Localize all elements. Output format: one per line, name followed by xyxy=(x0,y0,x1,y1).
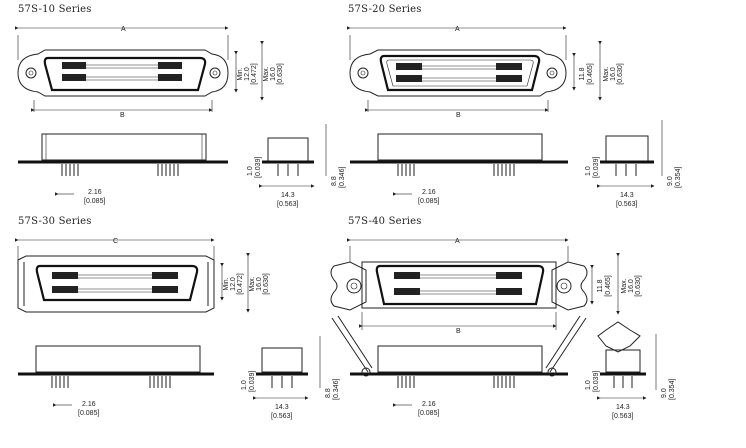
side-view-57s-10: 2.16 [0.085] xyxy=(18,133,228,205)
dim-label-a: A xyxy=(455,26,460,33)
end-height: 9.0 xyxy=(667,176,674,186)
side-view-57s-40: 2.16 [0.085] xyxy=(331,315,587,417)
side-pitch: 2.16 xyxy=(88,189,102,196)
dim-label-a: A xyxy=(121,26,126,33)
end-height: 8.8 xyxy=(325,388,332,398)
dim-v2-line2: 16.0 xyxy=(628,279,635,293)
dim-v2-line2: 16.0 xyxy=(610,67,617,81)
end-width-in: [0.563] xyxy=(616,201,637,208)
end-height: 8.8 xyxy=(331,176,338,186)
dim-v1-line1: 11.8 xyxy=(579,67,586,80)
dim-v1-line2: [0.465] xyxy=(587,63,594,84)
dim-label-b: B xyxy=(456,328,461,335)
title-57s-30: 57S-30 Series xyxy=(18,216,92,227)
end-width: 14.3 xyxy=(281,192,295,199)
dim-v2-line1: Max. xyxy=(621,278,628,293)
dim-v1-line2: [0.465] xyxy=(605,275,612,296)
dim-v1-line3: [0.472] xyxy=(251,63,258,84)
dim-v2-line3: [0.630] xyxy=(617,63,624,84)
end-view-57s-10: 14.3 [0.563] 1.0 [0.039] 8.8 [0.346] xyxy=(247,124,346,208)
dim-v1-line1: Min. xyxy=(237,67,244,80)
end-view-57s-20: 14.3 [0.563] 1.0 [0.039] 9.0 [0.354] xyxy=(585,120,682,208)
end-depth-in: [0.039] xyxy=(249,371,256,392)
title-57s-20: 57S-20 Series xyxy=(348,4,422,15)
dim-label-a: A xyxy=(455,238,460,245)
dim-v1-line1: 11.8 xyxy=(597,279,604,292)
dim-v2-line2: 16.0 xyxy=(256,277,263,291)
dim-v2-line3: [0.630] xyxy=(277,63,284,84)
end-depth-in: [0.039] xyxy=(593,371,600,392)
front-view-57s-20: A B 11.8 [0.465] Max. 16.0 [0.630] xyxy=(347,26,624,119)
end-width: 14.3 xyxy=(275,404,289,411)
side-pitch: 2.16 xyxy=(422,189,436,196)
end-width-in: [0.563] xyxy=(277,201,298,208)
end-height-in: [0.354] xyxy=(669,379,676,400)
dim-v1-line1: Min. xyxy=(223,277,230,290)
end-width: 14.3 xyxy=(616,404,630,411)
end-view-57s-40: 14.3 [0.563] 1.0 [0.039] 9.0 [0.354] xyxy=(585,321,676,420)
side-pitch: 2.16 xyxy=(422,401,436,408)
end-view-57s-30: 14.3 [0.563] 1.0 [0.039] 8.8 [0.346] xyxy=(241,336,340,420)
end-height-in: [0.354] xyxy=(675,167,682,188)
title-57s-10: 57S-10 Series xyxy=(18,4,92,15)
end-depth: 1.0 xyxy=(247,166,254,176)
dim-v2-line2: 16.0 xyxy=(270,67,277,81)
side-pitch-in: [0.085] xyxy=(418,198,439,205)
dim-v2-line3: [0.630] xyxy=(635,275,642,296)
end-depth: 1.0 xyxy=(241,380,248,390)
title-57s-40: 57S-40 Series xyxy=(348,216,422,227)
side-pitch-in: [0.085] xyxy=(78,410,99,417)
dim-label-c: C xyxy=(113,238,118,245)
front-view-57s-40: A B 11.8 [0.465] Max. 16.0 [0.630] xyxy=(330,238,642,335)
side-view-57s-20: 2.16 [0.085] xyxy=(350,133,568,205)
end-height-in: [0.346] xyxy=(333,379,340,400)
dim-v2-line1: Max. xyxy=(263,66,270,81)
end-width-in: [0.563] xyxy=(612,413,633,420)
side-pitch-in: [0.085] xyxy=(84,198,105,205)
dim-v2-line3: [0.630] xyxy=(263,273,270,294)
side-view-57s-30: 2.16 [0.085] xyxy=(18,345,214,417)
front-view-57s-30: C Min. 12.0 [0.472] Max. 16.0 [0.630] xyxy=(15,238,270,313)
front-view-57s-10: A B Min. 12.0 [0.472] Max. 16.0 [0.630] xyxy=(15,26,284,119)
end-height: 9.0 xyxy=(661,388,668,398)
dim-v1-line2: 12.0 xyxy=(230,277,237,291)
end-width: 14.3 xyxy=(620,192,634,199)
end-depth-in: [0.039] xyxy=(593,157,600,178)
dim-v1-line3: [0.472] xyxy=(237,273,244,294)
end-width-in: [0.563] xyxy=(271,413,292,420)
dim-v2-line1: Max. xyxy=(603,66,610,81)
dim-label-b: B xyxy=(120,112,125,119)
dim-v1-line2: 12.0 xyxy=(244,67,251,81)
dim-v2-line1: Max. xyxy=(249,276,256,291)
end-depth: 1.0 xyxy=(585,166,592,176)
dim-label-b: B xyxy=(456,112,461,119)
end-depth: 1.0 xyxy=(585,380,592,390)
end-height-in: [0.346] xyxy=(339,167,346,188)
side-pitch-in: [0.085] xyxy=(418,410,439,417)
end-depth-in: [0.039] xyxy=(255,157,262,178)
side-pitch: 2.16 xyxy=(82,401,96,408)
